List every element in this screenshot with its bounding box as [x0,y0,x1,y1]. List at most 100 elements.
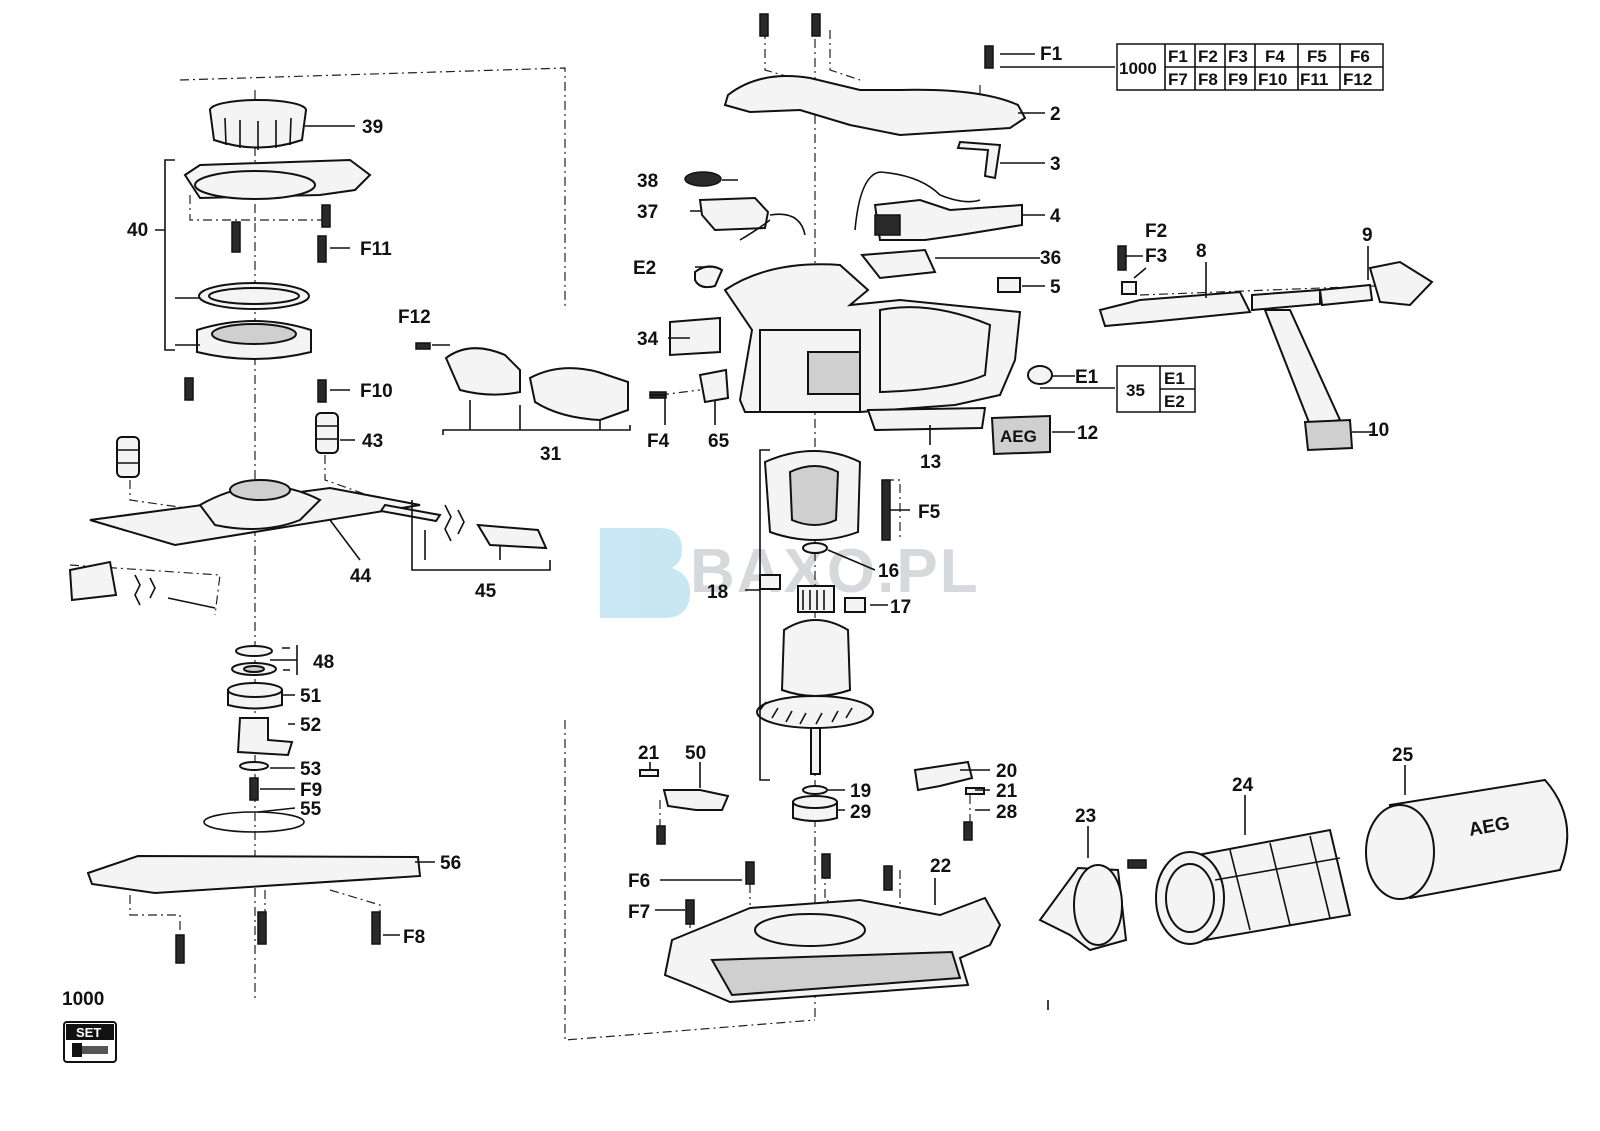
label-23: 23 [1075,806,1096,827]
label-39: 39 [362,117,383,138]
label-e2: E2 [633,258,656,279]
label-56: 56 [440,853,461,874]
set-table-cell: F11 [1300,70,1328,89]
label-f1: F1 [1040,44,1063,65]
part-2-top-cover [723,13,1027,137]
part-13-motor-housing [694,263,1053,432]
label-f9: F9 [300,780,322,801]
set-table-cell: F6 [1350,47,1370,66]
part-34-65-panel [649,316,730,404]
label-12: 12 [1077,423,1098,444]
label-f4: F4 [647,431,670,452]
label-28: 28 [996,802,1017,823]
label-20: 20 [996,761,1017,782]
part-20-bracket [913,760,985,841]
label-29: 29 [850,802,871,823]
label-36: 36 [1040,248,1061,269]
part-39-fan-ring [209,99,307,150]
set-table-cell: F8 [1198,70,1218,89]
set-table-cell: F4 [1265,47,1285,66]
set-badge-text: SET [76,1025,101,1040]
label-3: 3 [1050,154,1061,175]
watermark-logo-mark [600,528,690,618]
watermark: BAXO.PL [600,528,978,618]
label-31: 31 [540,444,562,465]
set-table-cell: F9 [1228,70,1248,89]
part-12-aeg-badge: AEG [990,414,1051,456]
part-31-switch [415,342,629,422]
label-18: 18 [707,582,728,603]
set-table-cell: F1 [1168,47,1188,66]
label-f11: F11 [360,239,392,260]
e-table-id: 35 [1126,381,1145,400]
label-25: 25 [1392,745,1414,766]
label-13: 13 [920,452,941,473]
part-18-armature-stator [756,450,891,822]
part-43-dampers [116,412,339,478]
e-table-35: 35 E1 E2 [1116,365,1196,413]
label-e1: E1 [1075,367,1099,388]
part-44-base-frame [68,479,442,609]
label-f2: F2 [1145,221,1167,242]
label-52: 52 [300,715,321,736]
label-24: 24 [1232,775,1254,796]
set-table-cell: F7 [1168,70,1188,89]
label-44: 44 [350,566,372,587]
screw-icon [72,1043,108,1057]
label-48: 48 [313,652,334,673]
label-4: 4 [1050,206,1061,227]
label-21-left: 21 [638,743,660,764]
label-f3: F3 [1145,246,1167,267]
label-f7: F7 [628,902,650,923]
part-48-55-bearing-stack [203,645,305,833]
label-19: 19 [850,781,871,802]
set-table-cell: F10 [1258,70,1287,89]
part-38-37-speed-control [684,171,806,241]
label-f12: F12 [398,307,431,328]
set-table-cell: F2 [1198,47,1218,66]
label-2: 2 [1050,104,1061,125]
label-8: 8 [1196,241,1207,262]
part-3-clip [956,140,1002,180]
part-24-filter-cage [1155,828,1352,945]
part-45-paper-clamp [444,504,548,550]
label-22: 22 [930,856,951,877]
part-40-bearing-housing [183,158,372,403]
set-badge: 1000 SET [62,989,117,1063]
aeg-badge-text: AEG [1000,427,1037,446]
part-labels: 39 40 F11 F10 43 44 45 48 51 52 53 F9 55… [127,44,1414,948]
part-4-36-switch-assembly [854,171,1023,280]
label-f10: F10 [360,381,393,402]
part-25-filter-tube: AEG [1365,778,1569,900]
set-table-cell: F5 [1307,47,1327,66]
label-34: 34 [637,329,659,350]
set-code: 1000 [62,989,104,1010]
label-53: 53 [300,759,321,780]
label-10: 10 [1368,420,1389,441]
label-65: 65 [708,431,730,452]
label-43: 43 [362,431,383,452]
e-table-cell: E2 [1164,392,1185,411]
label-38: 38 [637,171,658,192]
set-table-id: 1000 [1119,59,1157,78]
label-17: 17 [890,597,911,618]
label-37: 37 [637,202,658,223]
label-f8: F8 [403,927,425,948]
label-45: 45 [475,581,497,602]
label-55: 55 [300,799,322,820]
label-16: 16 [878,561,899,582]
part-23-dust-adapter [1038,859,1147,952]
label-9: 9 [1362,225,1373,246]
part-56-sanding-pad [86,854,422,964]
leader-lines [155,53,1406,1010]
label-f5: F5 [918,502,941,523]
set-table-1000: 1000 F1 F2 F3 F4 F5 F6 F7 F8 F9 F10 F11 … [1116,43,1384,91]
set-table-cell: F3 [1228,47,1248,66]
label-f6: F6 [628,871,650,892]
e-table-cell: E1 [1164,369,1185,388]
label-5: 5 [1050,277,1061,298]
set-table-cell: F12 [1343,70,1372,89]
label-50: 50 [685,743,706,764]
label-51: 51 [300,686,322,707]
